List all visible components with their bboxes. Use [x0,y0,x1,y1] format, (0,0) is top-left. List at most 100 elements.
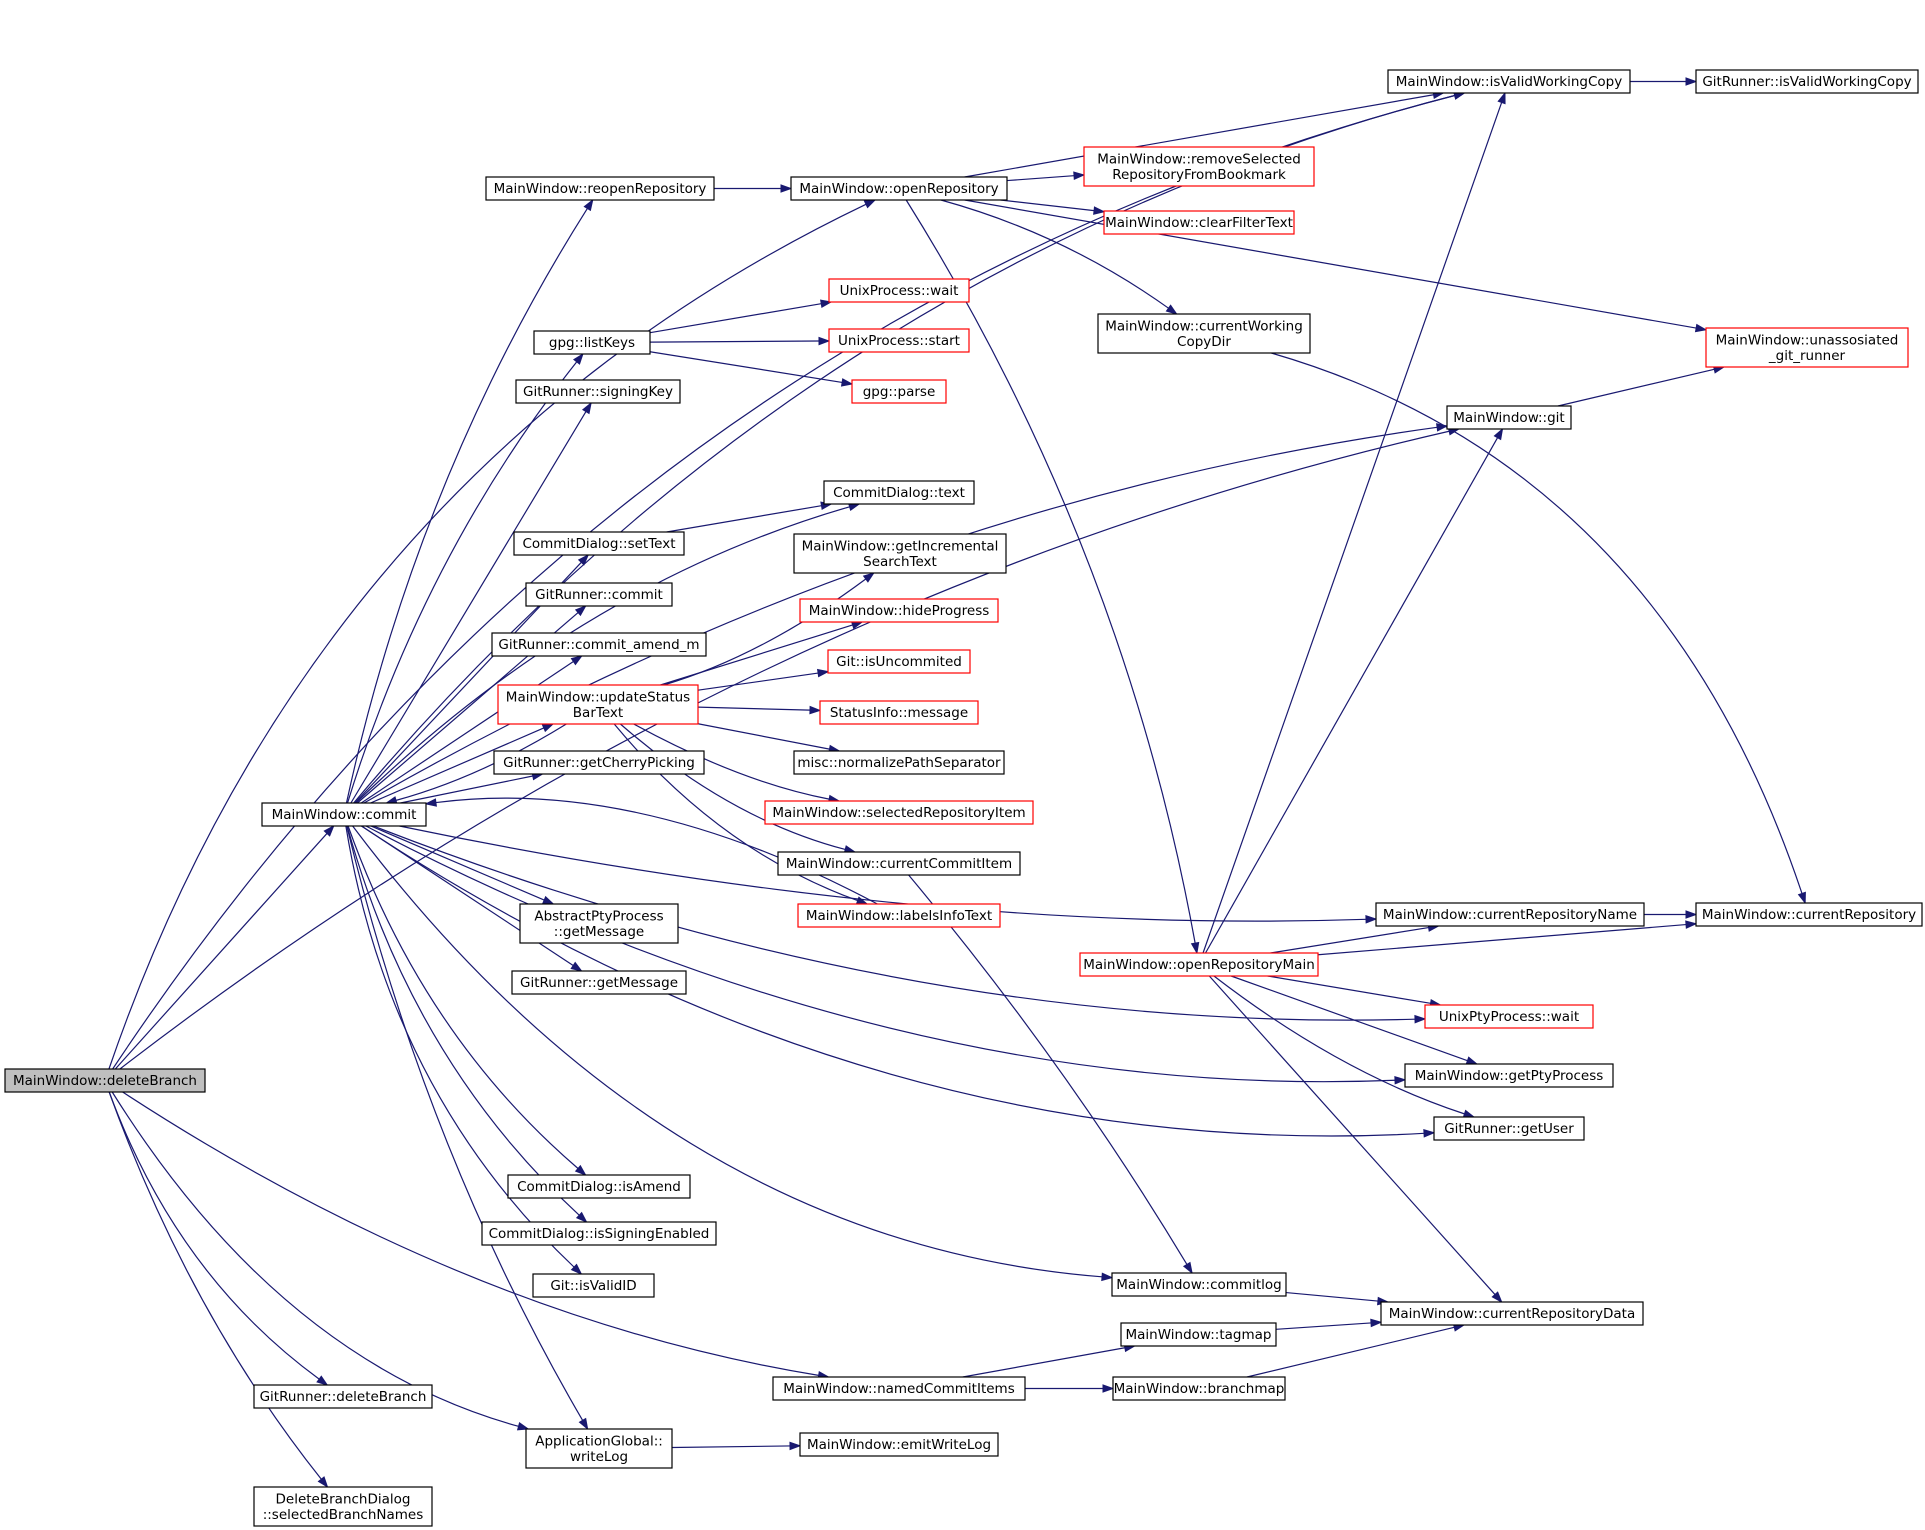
node-label: GitRunner::commit [535,587,663,603]
node-label: MainWindow::namedCommitItems [783,1381,1014,1397]
node-mw_isValidWorkingCopy[interactable]: MainWindow::isValidWorkingCopy [1387,69,1631,94]
edge-openRepositoryMain-to-mw_isValidWorkingCopy [1202,91,1506,954]
node-currentRepositoryData[interactable]: MainWindow::currentRepositoryData [1380,1301,1644,1326]
node-commit_amend_m[interactable]: GitRunner::commit_amend_m [491,632,707,657]
node-openRepositoryMain[interactable]: MainWindow::openRepositoryMain [1079,952,1319,977]
node-unix_wait[interactable]: UnixProcess::wait [828,278,970,303]
node-box [828,328,970,353]
node-gpg_parse[interactable]: gpg::parse [851,379,947,404]
node-unix_start[interactable]: UnixProcess::start [828,328,970,353]
edge-line [108,1091,322,1480]
node-unassosiated_git_runner[interactable]: MainWindow::unassosiated_git_runner [1705,327,1909,368]
node-deleteBranch[interactable]: MainWindow::deleteBranch [4,1068,206,1093]
edge-arrowhead [1694,323,1708,333]
node-box [851,379,947,404]
node-getUser[interactable]: GitRunner::getUser [1433,1116,1585,1141]
edge-line [111,1091,519,1427]
node-box [799,1432,999,1457]
node-openRepository[interactable]: MainWindow::openRepository [790,176,1008,201]
edge-arrowhead [1497,91,1506,105]
node-listKeys[interactable]: gpg::listKeys [533,330,651,355]
node-isSigningEnabled[interactable]: CommitDialog::isSigningEnabled [481,1221,717,1246]
node-label: GitRunner::commit_amend_m [498,637,699,653]
node-tagmap[interactable]: MainWindow::tagmap [1120,1322,1277,1347]
node-dialog_text[interactable]: CommitDialog::text [823,480,975,505]
node-isUncommited[interactable]: Git::isUncommited [827,649,971,674]
edge-commit-to-getPtyProcess [365,825,1407,1085]
edge-line [1246,1326,1455,1378]
edge-arrowhead [1414,1014,1427,1024]
node-label: DeleteBranchDialog [276,1491,411,1507]
node-label: gpg::parse [863,384,936,400]
node-box [519,903,679,944]
edge-line [108,203,867,1070]
edge-listKeys-to-gpg_parse [649,351,854,387]
edge-line [122,1091,819,1376]
node-label: _git_runner [1768,348,1846,364]
node-removeSelected[interactable]: MainWindow::removeSelectedRepositoryFrom… [1083,146,1315,187]
node-branchmap[interactable]: MainWindow::branchmap [1112,1376,1286,1401]
node-reopenRepository[interactable]: MainWindow::reopenRepository [485,176,715,201]
node-normalizePathSeparator[interactable]: misc::normalizePathSeparator [793,750,1005,775]
node-label: AbstractPtyProcess [534,908,663,924]
node-mw_git[interactable]: MainWindow::git [1446,405,1572,430]
edge-line [370,825,545,901]
edge-arrowhead [578,1417,589,1431]
edge-arrowhead [1190,941,1200,955]
edge-currentWorkingCopyDir-to-currentRepository [1271,352,1806,905]
node-label: MainWindow::hideProgress [809,603,990,619]
node-gr_isValidWorkingCopy[interactable]: GitRunner::isValidWorkingCopy [1695,69,1919,94]
node-selectedRepositoryItem[interactable]: MainWindow::selectedRepositoryItem [764,800,1034,825]
node-box [4,1068,206,1093]
edge-listKeys-to-unix_start [649,336,831,346]
node-abstract_getMessage[interactable]: AbstractPtyProcess::getMessage [519,903,679,944]
edge-arrowhead [1394,1075,1407,1085]
node-namedCommitItems[interactable]: MainWindow::namedCommitItems [772,1376,1026,1401]
node-label: MainWindow::unassosiated [1716,332,1899,348]
node-setText[interactable]: CommitDialog::setText [513,531,685,556]
node-selectedBranchNames[interactable]: DeleteBranchDialog::selectedBranchNames [253,1486,433,1527]
edge-line [119,430,1450,1070]
node-currentRepositoryName[interactable]: MainWindow::currentRepositoryName [1375,902,1645,927]
edge-openRepositoryMain-to-mw_git [1204,427,1504,954]
node-getCherryPicking[interactable]: GitRunner::getCherryPicking [493,750,705,775]
edge-line [964,199,1697,329]
edge-updateStatusBarText-to-isUncommited [697,668,830,691]
node-label: StatusInfo::message [830,705,968,721]
node-pty_wait[interactable]: UnixPtyProcess::wait [1424,1004,1594,1029]
node-writeLog[interactable]: ApplicationGlobal::writeLog [525,1428,673,1469]
node-commitlog[interactable]: MainWindow::commitlog [1111,1272,1287,1297]
node-label: MainWindow::tagmap [1126,1327,1272,1343]
node-labelsInfoText[interactable]: MainWindow::labelsInfoText [797,903,1001,928]
node-label: MainWindow::reopenRepository [494,181,707,197]
node-signingKey[interactable]: GitRunner::signingKey [515,379,681,404]
edge-line [697,706,811,711]
edge-line [1208,975,1496,1295]
node-gitrunner_getMessage[interactable]: GitRunner::getMessage [511,970,687,995]
node-getPtyProcess[interactable]: MainWindow::getPtyProcess [1404,1063,1614,1088]
node-label: MainWindow::currentCommitItem [786,856,1012,872]
node-status_message[interactable]: StatusInfo::message [819,700,979,725]
node-hideProgress[interactable]: MainWindow::hideProgress [799,598,999,623]
edge-arrowhead [818,336,831,346]
node-commit[interactable]: MainWindow::commit [261,802,427,827]
node-isAmend[interactable]: CommitDialog::isAmend [507,1174,691,1199]
node-box [1387,69,1631,94]
edge-writeLog-to-emitWriteLog [671,1441,802,1451]
edge-line [346,361,578,804]
node-emitWriteLog[interactable]: MainWindow::emitWriteLog [799,1432,999,1457]
node-gitrunner_commit[interactable]: GitRunner::commit [525,582,673,607]
node-box [261,802,427,827]
node-isValidID[interactable]: Git::isValidID [532,1273,655,1298]
node-label: MainWindow::getIncremental [802,538,999,554]
node-clearFilterText[interactable]: MainWindow::clearFilterText [1103,210,1295,235]
edge-openRepository-to-currentWorkingCopyDir [940,199,1178,315]
node-gitrunner_deleteBranch[interactable]: GitRunner::deleteBranch [253,1384,433,1409]
edge-branchmap-to-currentRepositoryData [1246,1323,1466,1378]
node-currentCommitItem[interactable]: MainWindow::currentCommitItem [777,851,1021,876]
node-label: UnixProcess::wait [840,283,959,299]
node-currentRepository[interactable]: MainWindow::currentRepository [1695,902,1923,927]
